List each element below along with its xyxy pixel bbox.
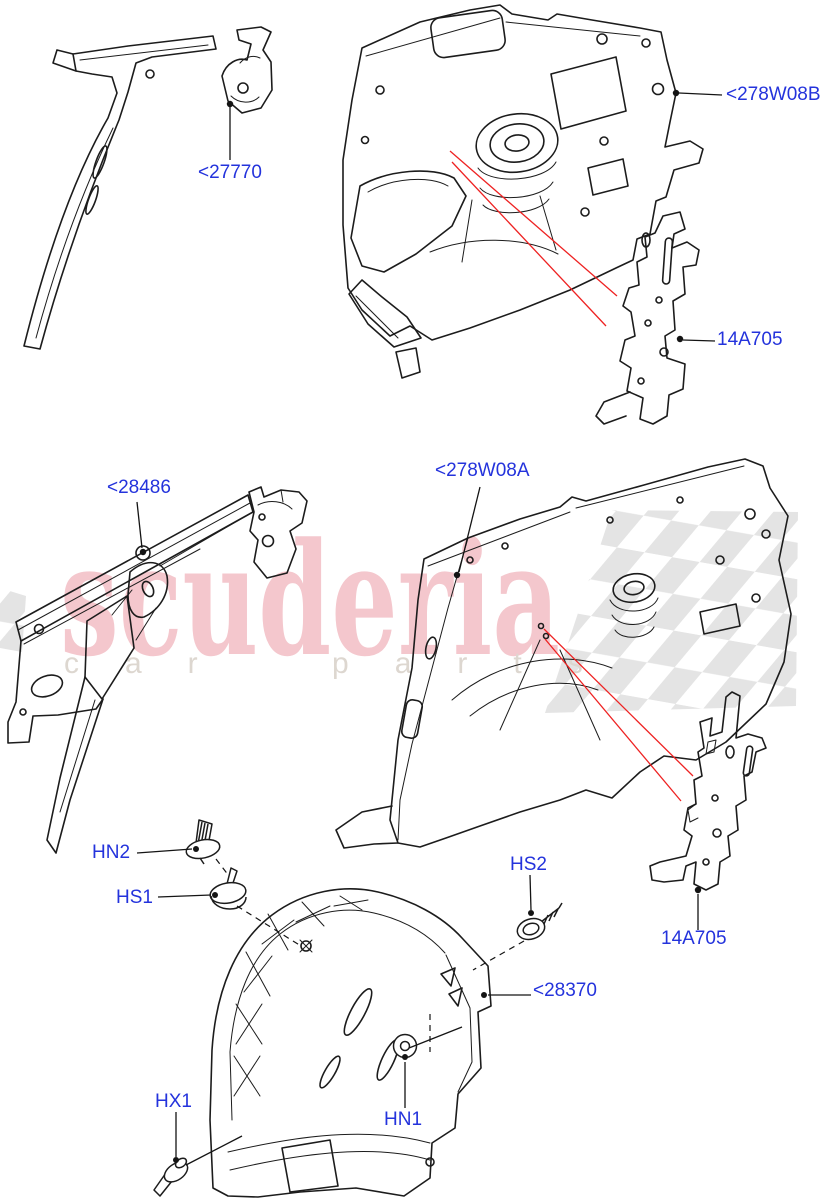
callout-278W08B[interactable]: <278W08B — [726, 84, 821, 105]
part-278W08A-quarter-panel[interactable] — [335, 458, 792, 849]
callout-HN1[interactable]: HN1 — [384, 1109, 423, 1130]
checkered-flag-watermark — [545, 510, 798, 713]
watermark-brand-text: scuderia — [60, 508, 560, 691]
callout-HN2[interactable]: HN2 — [92, 842, 131, 863]
fastener-HN2-clip[interactable] — [185, 819, 222, 865]
assembly-reference-lines — [449, 150, 694, 802]
callout-HX1[interactable]: HX1 — [155, 1091, 192, 1112]
fastener-HS1-stud[interactable] — [209, 867, 248, 910]
callout-278W08A[interactable]: <278W08A — [435, 460, 530, 481]
fastener-HN1-grommet[interactable] — [392, 1033, 418, 1059]
part-14A705-lower-bracket[interactable] — [649, 691, 767, 891]
fastener-HS2-screw[interactable] — [515, 902, 563, 943]
part-14A705-upper-bracket[interactable] — [595, 211, 700, 425]
watermark: scuderia car parts — [0, 508, 798, 713]
part-278W08B-quarter-panel[interactable] — [342, 4, 704, 379]
callout-28370[interactable]: <28370 — [533, 980, 597, 1001]
callout-27770[interactable]: <27770 — [198, 162, 262, 183]
callout-14A705-lower[interactable]: 14A705 — [661, 928, 727, 949]
part-28370-wheel-arch-liner[interactable] — [209, 888, 492, 1198]
callout-HS2[interactable]: HS2 — [510, 854, 547, 875]
fastener-HX1-pushpin[interactable] — [153, 1156, 191, 1197]
checkered-flag-watermark-left — [0, 588, 26, 652]
part-27770-cpillar-panel[interactable] — [23, 26, 273, 350]
callout-14A705-upper[interactable]: 14A705 — [717, 329, 783, 350]
leader-lines — [136, 89, 723, 1166]
watermark-tagline-text: car parts — [64, 647, 629, 680]
callout-HS1[interactable]: HS1 — [116, 887, 153, 908]
part-28486-side-panel[interactable] — [7, 486, 308, 854]
callout-28486[interactable]: <28486 — [107, 477, 171, 498]
